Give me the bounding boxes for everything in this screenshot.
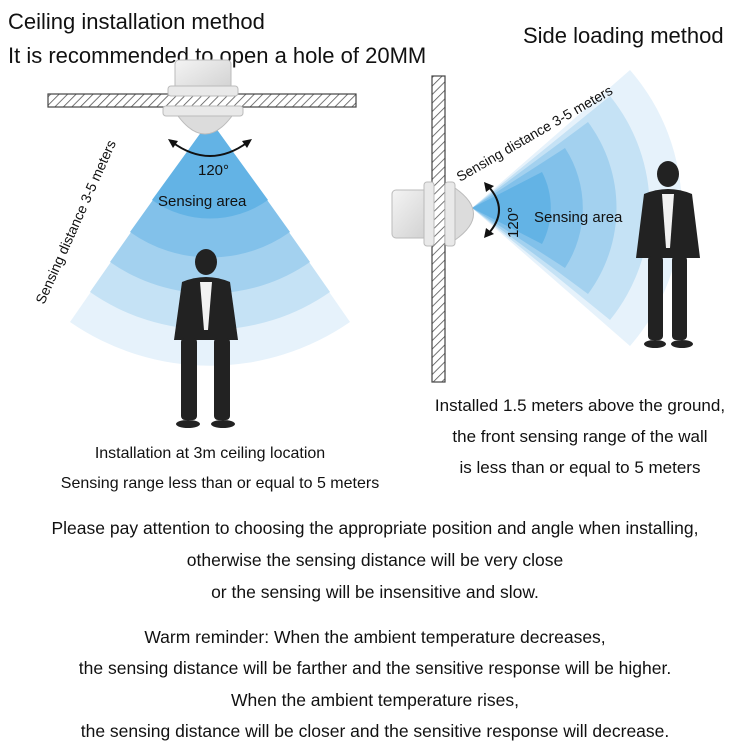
reminder-line-3: When the ambient temperature rises, <box>231 690 519 710</box>
ceiling-area-label: Sensing area <box>158 193 247 210</box>
ceiling-sensor <box>162 59 244 135</box>
reminder-line-1: Warm reminder: When the ambient temperat… <box>144 627 606 647</box>
attention-line-2: otherwise the sensing distance will be v… <box>186 550 564 570</box>
side-band-1 <box>472 172 551 244</box>
attention-line-1: Please pay attention to choosing the app… <box>51 518 699 538</box>
ceiling-person-silhouette <box>174 249 238 428</box>
side-sensing-fan <box>472 70 682 346</box>
ceiling-method-title: Ceiling installation method <box>8 9 265 34</box>
attention-line-3: or the sensing will be insensitive and s… <box>211 582 539 602</box>
side-method-title: Side loading method <box>523 23 724 48</box>
reminder-line-2: the sensing distance will be farther and… <box>78 658 672 678</box>
ceiling-angle-arc <box>168 139 252 157</box>
side-caption-line-2: the front sensing range of the wall <box>452 427 708 446</box>
side-angle-label: 120° <box>505 207 522 238</box>
side-area-label: Sensing area <box>534 209 623 226</box>
ceiling-sensing-fan <box>70 120 350 366</box>
ceiling-band-1 <box>152 120 268 219</box>
ceiling-caption-line-1: Installation at 3m ceiling location <box>94 445 326 462</box>
ceiling-caption-line-2: Sensing range less than or equal to 5 me… <box>60 475 380 492</box>
ceiling-angle-label: 120° <box>198 162 229 179</box>
side-sensor <box>391 181 474 247</box>
side-caption-line-3: is less than or equal to 5 meters <box>459 458 701 477</box>
reminder-line-4: the sensing distance will be closer and … <box>80 721 670 741</box>
side-person-silhouette <box>636 161 700 348</box>
side-caption-line-1: Installed 1.5 meters above the ground, <box>434 396 726 415</box>
side-angle-arc <box>484 182 500 238</box>
